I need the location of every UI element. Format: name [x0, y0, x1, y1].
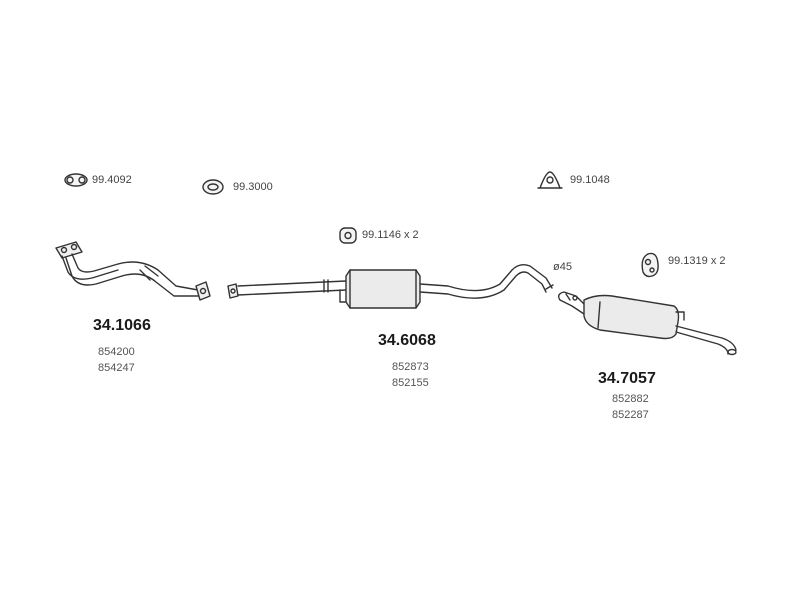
gasket-ring-label: 99.3000: [233, 181, 273, 193]
middle-silencer-refs: 852873 852155: [392, 359, 429, 391]
front-pipe-ref-2: 854247: [98, 362, 135, 374]
middle-silencer-ref-2: 852155: [392, 377, 429, 389]
rubber-mount-front-icon: [339, 227, 357, 244]
front-pipe-ref-1: 854200: [98, 346, 135, 358]
mount-front-label: 99.1146 x 2: [362, 229, 419, 241]
clamp-label: 99.1048: [570, 174, 610, 186]
pipe-diameter-label: ø45: [553, 261, 572, 273]
front-pipe-refs: 854200 854247: [98, 344, 135, 376]
rear-silencer-code: 34.7057: [598, 370, 656, 387]
rear-silencer-ref-1: 852882: [612, 393, 649, 405]
rubber-mount-rear-icon: [641, 252, 659, 278]
front-pipe-drawing: [55, 241, 211, 301]
oval-gasket-icon: [64, 173, 88, 187]
u-clamp-icon: [537, 171, 563, 189]
ring-gasket-icon: [202, 179, 224, 195]
mount-rear-label: 99.1319 x 2: [668, 255, 726, 267]
middle-silencer-code: 34.6068: [378, 332, 436, 349]
rear-silencer-drawing: [557, 291, 737, 356]
middle-silencer-drawing: [227, 263, 554, 309]
gasket-oval-label: 99.4092: [92, 174, 132, 186]
middle-silencer-ref-1: 852873: [392, 361, 429, 373]
rear-silencer-ref-2: 852287: [612, 409, 649, 421]
rear-silencer-refs: 852882 852287: [612, 391, 649, 423]
front-pipe-code: 34.1066: [93, 317, 151, 334]
